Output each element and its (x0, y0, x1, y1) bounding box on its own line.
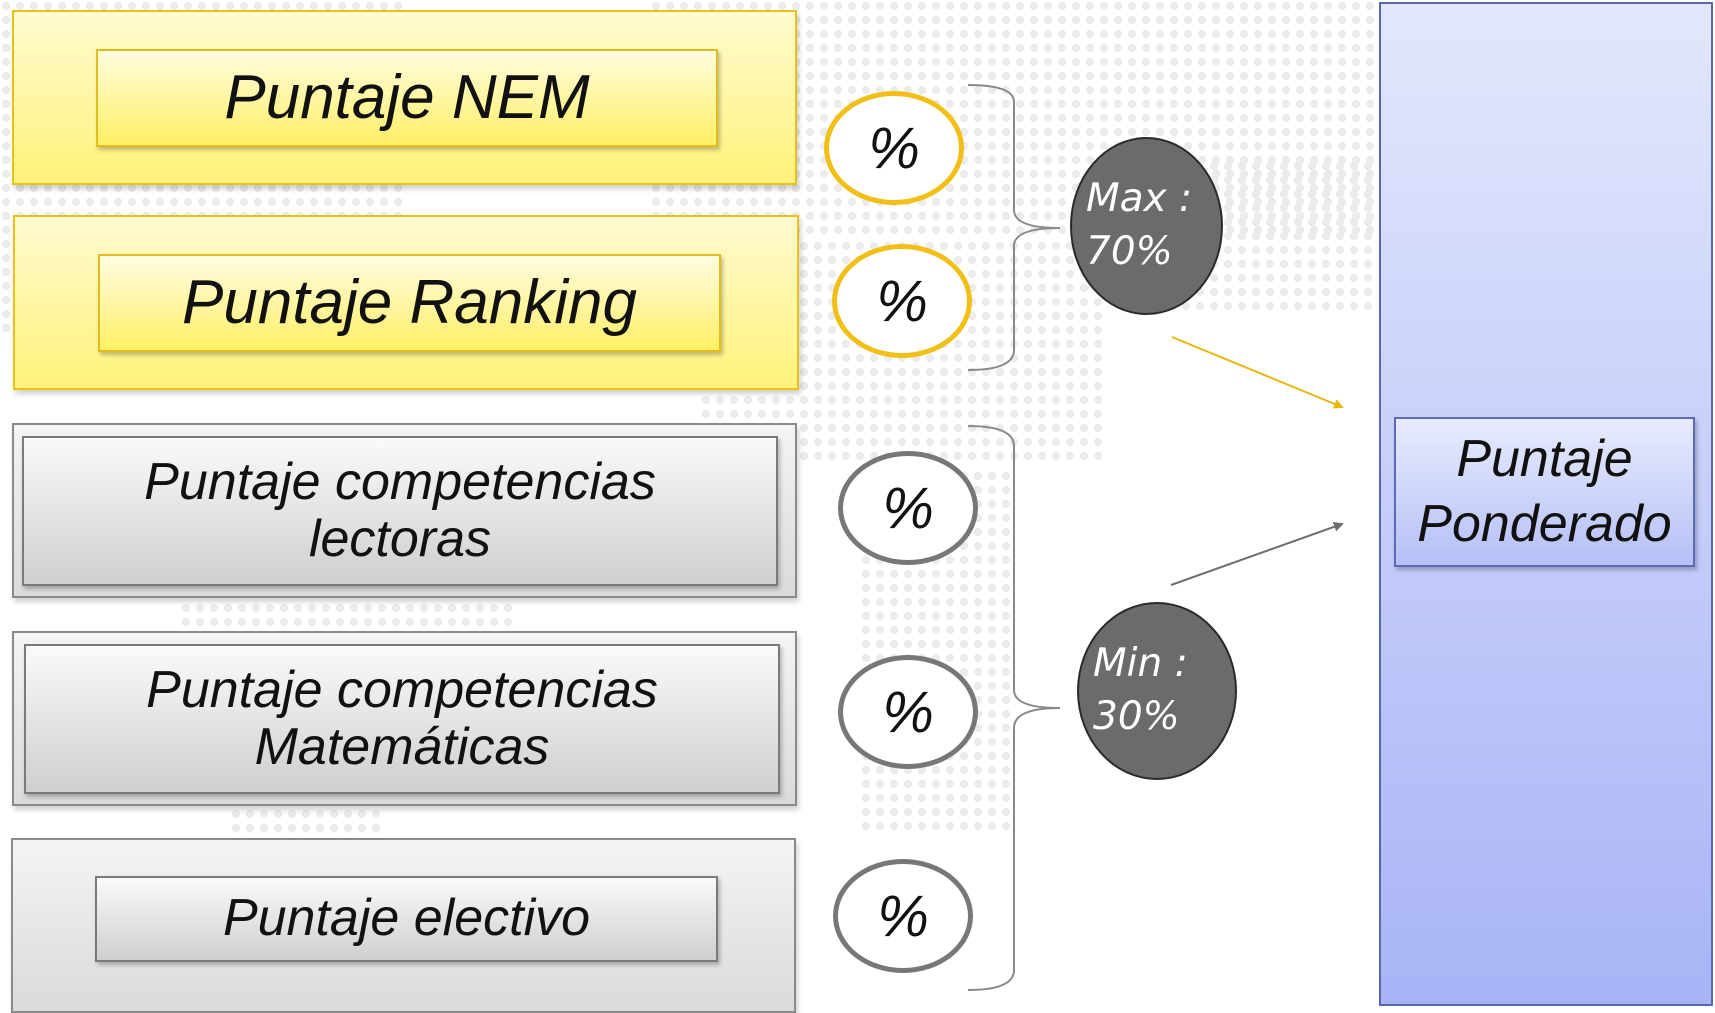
input-label-electivo: Puntaje electivo (95, 876, 718, 962)
input-label-lectoras: Puntaje competencias lectoras (22, 436, 778, 586)
limit-max-badge: Max : 70% (1070, 137, 1223, 315)
percent-circle-electivo: % (833, 859, 973, 973)
percent-circle-nem: % (824, 91, 964, 205)
bracket-min-group (967, 425, 1061, 991)
arrow-max-to-result (1171, 336, 1344, 409)
result-label: Puntaje Ponderado (1394, 417, 1695, 567)
input-label-matematicas: Puntaje competencias Matemáticas (24, 644, 780, 794)
percent-circle-ranking: % (832, 244, 972, 358)
bracket-max-group (967, 84, 1061, 371)
input-label-nem: Puntaje NEM (96, 49, 718, 147)
percent-circle-lectoras: % (838, 451, 978, 565)
arrow-min-to-result (1170, 521, 1344, 586)
limit-min-badge: Min : 30% (1077, 602, 1237, 780)
input-label-ranking: Puntaje Ranking (98, 254, 721, 352)
percent-circle-matematicas: % (838, 655, 978, 769)
